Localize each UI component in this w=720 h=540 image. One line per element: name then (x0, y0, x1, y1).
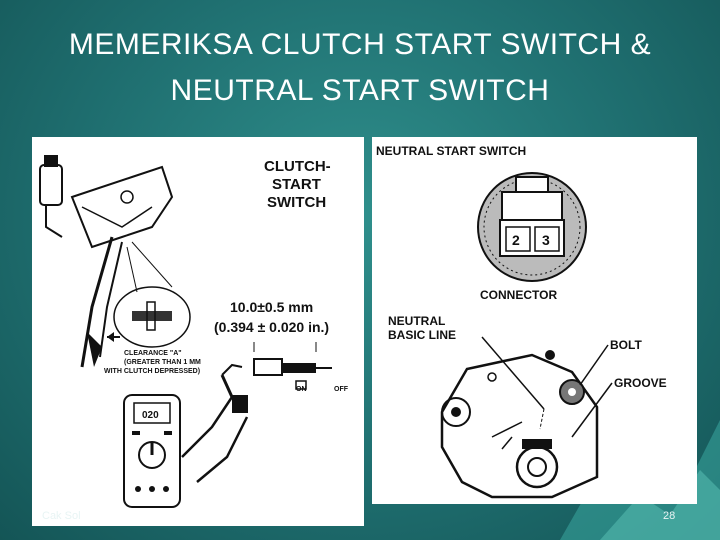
neutral-switch-diagram: NEUTRAL START SWITCH 2 3 CONNECTOR NEUTR… (372, 137, 697, 504)
groove-label: GROOVE (614, 376, 667, 390)
switch-label-line-1: CLUTCH- (264, 158, 331, 175)
switch-label-line-2: START (272, 176, 321, 193)
measure-inches: (0.394 ± 0.020 in.) (214, 319, 329, 335)
measure-mm: 10.0±0.5 mm (230, 299, 313, 315)
clearance-line-1: CLEARANCE "A" (124, 350, 182, 357)
connector-label: CONNECTOR (480, 288, 557, 302)
page-number: 28 (663, 510, 676, 522)
clearance-line-2: (GREATER THAN 1 MM (124, 359, 201, 366)
title-line-2: NEUTRAL START SWITCH (170, 74, 550, 107)
neutral-line-label-1: NEUTRAL (388, 314, 445, 328)
clearance-line-3: WITH CLUTCH DEPRESSED) (104, 368, 200, 375)
footer-author: Cak Sol (42, 510, 81, 522)
neutral-switch-drawing: NEUTRAL START SWITCH 2 3 CONNECTOR NEUTR… (376, 144, 667, 499)
slide-title: MEMERIKSA CLUTCH START SWITCH & NEUTRAL … (20, 22, 700, 114)
pin-3-label: 3 (542, 232, 550, 248)
clutch-switch-diagram: CLUTCH- START SWITCH 10.0±0.5 mm (0.394 … (32, 137, 364, 526)
neutral-line-label-2: BASIC LINE (388, 328, 456, 342)
title-line-1: MEMERIKSA CLUTCH START SWITCH & (68, 28, 652, 61)
switch-on-label: ON (296, 386, 307, 393)
neutral-switch-header: NEUTRAL START SWITCH (376, 144, 526, 158)
switch-label-line-3: SWITCH (267, 194, 326, 211)
meter-display: 020 (142, 410, 159, 421)
clutch-switch-drawing: CLUTCH- START SWITCH 10.0±0.5 mm (0.394 … (39, 155, 349, 508)
pin-2-label: 2 (512, 232, 520, 248)
switch-off-label: OFF (334, 386, 349, 393)
bolt-label: BOLT (610, 338, 642, 352)
